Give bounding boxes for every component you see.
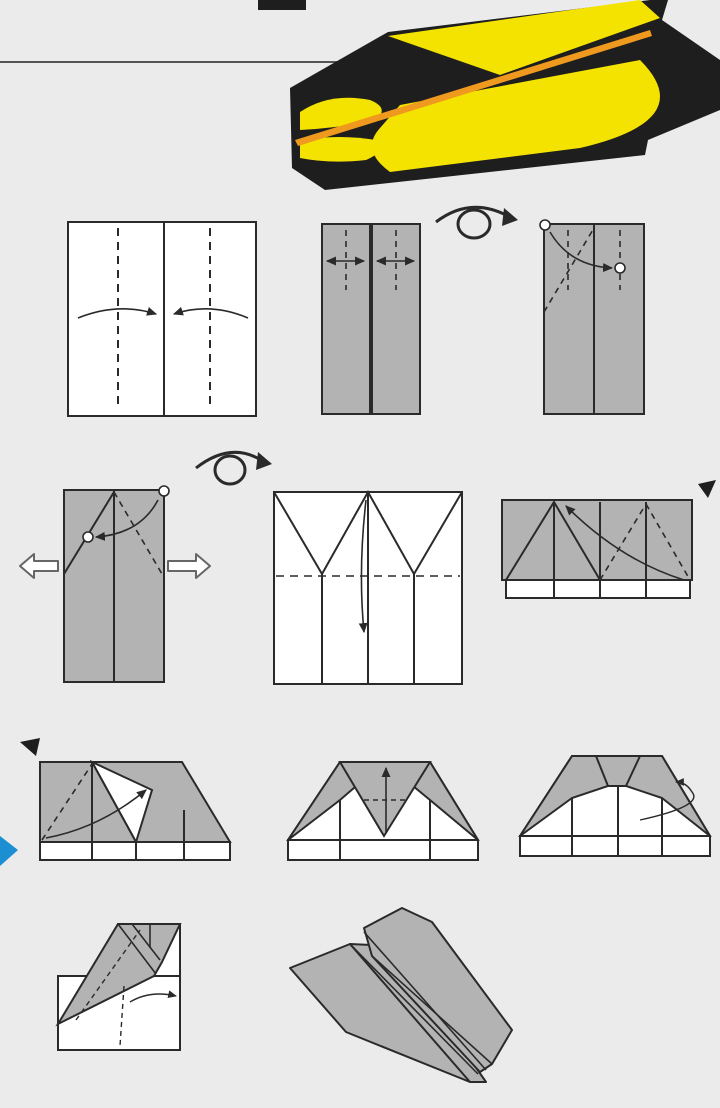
step-7 xyxy=(0,738,232,866)
view-triangle-icon xyxy=(20,738,40,756)
folded-top-layer xyxy=(501,499,693,581)
paper-base xyxy=(519,835,711,857)
valley-fold-line xyxy=(645,503,691,581)
step-5 xyxy=(273,489,463,685)
folded-wing xyxy=(55,923,182,1027)
step-1 xyxy=(67,221,257,417)
pointer-icon xyxy=(0,836,18,866)
valley-fold-line xyxy=(113,491,163,575)
step-8 xyxy=(286,761,480,861)
paper-base xyxy=(505,579,691,599)
finished-plane-illustration xyxy=(290,0,720,190)
step-9 xyxy=(518,755,712,857)
fold-arrow-icon xyxy=(358,499,368,634)
valley-fold-line xyxy=(41,763,93,841)
valley-fold-line xyxy=(119,985,125,1047)
step-11 xyxy=(289,907,513,1083)
view-triangle-icon xyxy=(698,480,716,498)
valley-fold-line xyxy=(75,929,141,1021)
fold-arrow-icon xyxy=(565,505,685,581)
fold-arrow-icon xyxy=(45,789,147,839)
plane-yellow-lower xyxy=(372,60,660,172)
fold-arrow-icon xyxy=(172,306,249,319)
fold-arrow-icon xyxy=(94,499,159,541)
plane-orange-stripe xyxy=(295,30,652,146)
valley-fold-line xyxy=(543,227,595,313)
step-3 xyxy=(539,219,645,415)
corner-point-marker xyxy=(158,485,170,497)
pull-left-arrow-icon xyxy=(19,553,59,579)
fold-arrow-icon xyxy=(129,990,177,1003)
folded-flap-left xyxy=(321,223,371,415)
step-4 xyxy=(19,450,272,683)
paper-sheet xyxy=(67,221,257,417)
valley-fold-line xyxy=(599,503,647,581)
folded-tip xyxy=(338,761,432,838)
folded-flap-center xyxy=(91,761,138,843)
step-10 xyxy=(55,923,182,1051)
header-tab xyxy=(258,0,306,10)
fold-arrow-icon xyxy=(549,231,614,273)
mountain-fold-arrow-icon xyxy=(639,778,695,821)
crease-line xyxy=(371,955,493,1065)
turn-over-arrow-icon xyxy=(195,450,272,486)
crease-line xyxy=(349,943,479,1075)
folded-tip xyxy=(594,755,642,787)
crease-line xyxy=(131,923,161,961)
turn-over-arrow-icon xyxy=(435,205,518,240)
pull-right-arrow-icon xyxy=(167,553,211,579)
plane-yellow-upper xyxy=(388,0,660,75)
plane-yellow-lobe-bottom xyxy=(300,137,380,162)
step-6 xyxy=(501,480,716,599)
crease-line xyxy=(117,923,157,975)
step-2 xyxy=(321,205,518,415)
paper-base xyxy=(287,839,479,861)
fold-arrow-icon xyxy=(77,307,158,319)
target-point-marker xyxy=(614,262,626,274)
plane-wing-right xyxy=(363,907,513,1073)
corner-point-marker xyxy=(539,219,551,231)
target-point-marker xyxy=(82,531,94,543)
crease-line xyxy=(363,931,487,1071)
